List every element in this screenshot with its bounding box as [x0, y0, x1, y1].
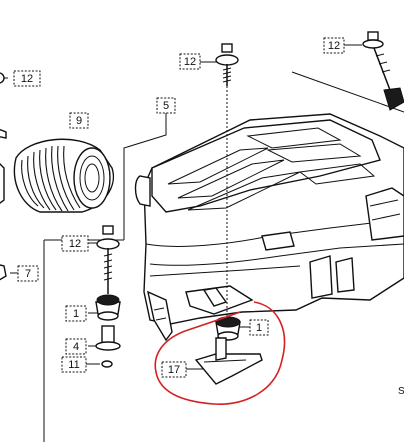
intake-duct-part-9 — [13, 138, 114, 213]
bolt-left-mid — [96, 225, 120, 294]
bolt-top-right — [362, 31, 404, 111]
callout-5-text: 5 — [163, 100, 169, 112]
callout-17: 17 — [161, 361, 187, 378]
callout-12-left-mid-text: 12 — [69, 238, 81, 250]
callout-9: 9 — [69, 112, 89, 129]
callout-9-text: 9 — [76, 115, 82, 127]
grommet-left-part-1 — [95, 294, 121, 321]
corner-mark: S — [398, 386, 404, 397]
callout-5: 5 — [156, 97, 176, 114]
air-cleaner-housing-part-5 — [134, 113, 404, 342]
callout-1-right: 1 — [249, 319, 269, 336]
grommet-right-part-1 — [215, 316, 241, 341]
washer-part-11 — [101, 360, 113, 368]
callout-17-text: 17 — [168, 364, 180, 376]
highlight-circle — [154, 301, 286, 405]
callout-4: 4 — [65, 338, 87, 355]
callout-12-top-center-text: 12 — [184, 56, 196, 68]
callout-7-text: 7 — [25, 268, 31, 280]
callout-12-top-right: 12 — [323, 37, 345, 54]
left-edge-parts — [0, 72, 7, 281]
callout-1-left: 1 — [65, 305, 87, 322]
callout-12-top-right-text: 12 — [328, 40, 340, 52]
callout-7: 7 — [17, 265, 39, 282]
bolt-top-center — [215, 43, 239, 320]
callout-12-left-edge: 12 — [13, 70, 41, 87]
callout-11-text: 11 — [68, 359, 79, 371]
collar-part-4 — [95, 325, 121, 351]
callout-11: 11 — [61, 356, 87, 373]
callout-12-left-mid: 12 — [61, 235, 89, 252]
callout-1-left-text: 1 — [73, 308, 79, 320]
callout-4-text: 4 — [73, 341, 79, 353]
callout-12-top-center: 12 — [179, 53, 201, 70]
callout-1-right-text: 1 — [256, 322, 262, 334]
callout-12-left-edge-text: 12 — [21, 73, 33, 85]
bracket-part-17 — [194, 337, 263, 385]
